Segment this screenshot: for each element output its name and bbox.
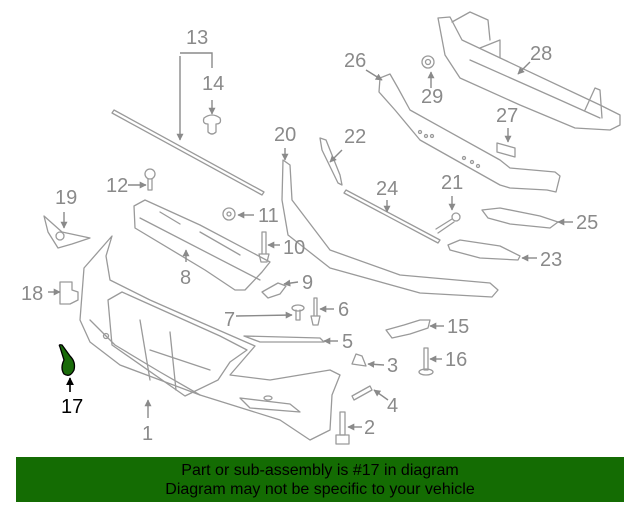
callout-14: 14: [202, 73, 224, 95]
callout-2: 2: [364, 417, 375, 439]
part-12-bolt: [144, 168, 156, 191]
callout-10: 10: [283, 237, 305, 259]
part-1-bumper-cover: [79, 235, 341, 441]
callout-labels: 1 2 3 4 5 6 7 8 9 10 11 12 13 14 15 16 1…: [21, 27, 598, 445]
part-28-reinforcement-beam: [437, 11, 621, 131]
callout-29: 29: [421, 86, 443, 108]
part-21-bolt: [435, 212, 461, 234]
callout-15: 15: [447, 316, 469, 338]
part-20-lower-lip: [281, 159, 499, 298]
callout-12: 12: [106, 175, 128, 197]
callout-5: 5: [342, 331, 353, 353]
part-17-highlighted: [58, 344, 76, 376]
part-10-pin: [258, 231, 270, 263]
part-14-clip: [202, 114, 222, 135]
banner-line-disclaimer: Diagram may not be specific to your vehi…: [165, 481, 475, 498]
callout-22: 22: [344, 126, 366, 148]
part-15-bracket: [385, 319, 431, 339]
part-23-grille-insert: [447, 239, 521, 261]
part-2-bolt: [335, 411, 350, 445]
part-13-molding-strip: [111, 109, 265, 196]
part-27-pad: [496, 142, 516, 158]
part-22-side-trim: [319, 137, 343, 186]
part-9-clip: [261, 282, 287, 299]
part-25-grille-insert: [481, 207, 559, 229]
part-3-clip: [351, 353, 367, 367]
callout-11: 11: [258, 205, 279, 227]
part-24-strip: [343, 189, 441, 244]
part-notice-banner: Part or sub-assembly is #17 in diagram D…: [16, 457, 624, 502]
part-5-trim: [243, 335, 325, 343]
part-18-bracket: [59, 281, 79, 305]
part-6-pin: [310, 297, 321, 326]
callout-17-highlighted: 17: [61, 396, 83, 418]
part-16-screw: [418, 347, 434, 376]
callout-9: 9: [302, 272, 313, 294]
part-19-bracket: [43, 215, 91, 249]
part-26-energy-absorber: [378, 73, 561, 193]
callout-16: 16: [445, 349, 467, 371]
callout-8: 8: [180, 267, 191, 289]
callout-26: 26: [344, 50, 366, 72]
part-29-nut: [421, 55, 435, 69]
callout-7: 7: [224, 309, 235, 331]
callout-1: 1: [142, 423, 153, 445]
callout-25: 25: [576, 212, 598, 234]
part-7-clip: [291, 304, 305, 321]
callout-6: 6: [338, 299, 349, 321]
callout-4: 4: [387, 395, 398, 417]
banner-line-part-number: Part or sub-assembly is #17 in diagram: [181, 462, 459, 479]
callout-20: 20: [274, 124, 296, 146]
callout-23: 23: [540, 249, 562, 271]
callout-13: 13: [186, 27, 208, 49]
callout-18: 18: [21, 283, 43, 305]
callout-3: 3: [387, 355, 398, 377]
parts-diagram: 1 2 3 4 5 6 7 8 9 10 11 12 13 14 15 16 1…: [21, 11, 621, 445]
part-4-fastener: [351, 385, 373, 401]
callout-21: 21: [441, 172, 463, 194]
callout-28: 28: [530, 43, 552, 65]
callout-19: 19: [55, 187, 77, 209]
callout-27: 27: [496, 105, 518, 127]
part-11-nut: [222, 207, 236, 221]
part-8-bracket: [133, 199, 271, 291]
leader-lines: [48, 52, 573, 431]
callout-24: 24: [376, 178, 398, 200]
